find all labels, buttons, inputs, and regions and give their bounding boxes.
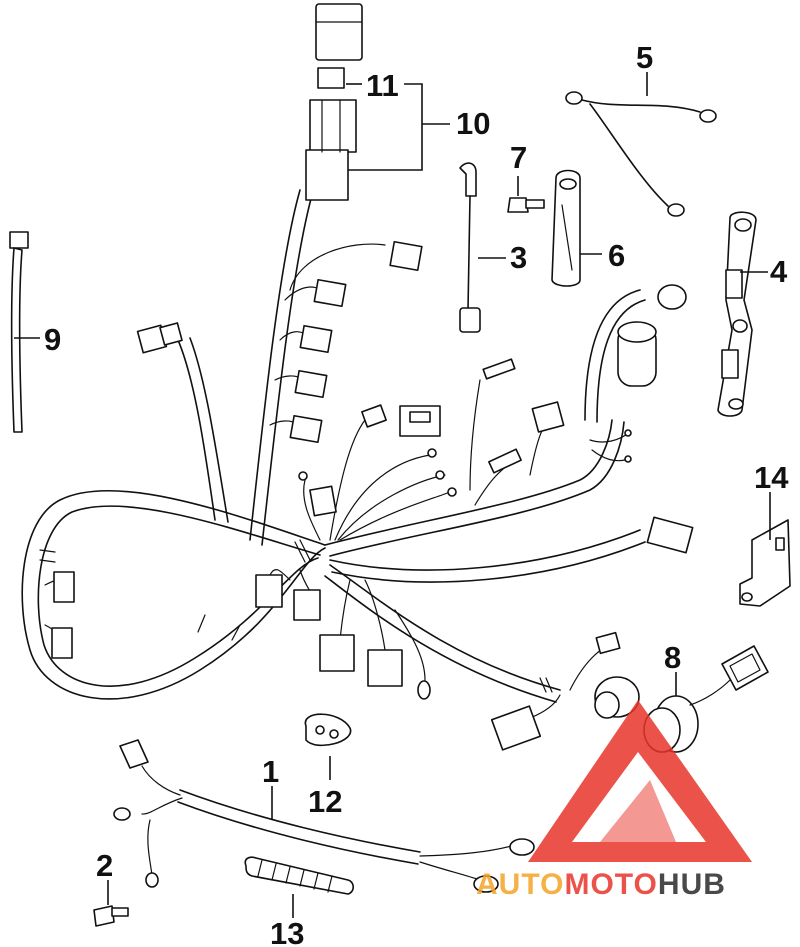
bracket-part-6: [551, 169, 581, 287]
automotohub-watermark: AUTOMOTOHUB: [476, 700, 752, 901]
callout-12: 12: [308, 784, 342, 819]
callout-2: 2: [96, 848, 113, 883]
callout-6: 6: [608, 238, 625, 273]
callout-1: 1: [262, 754, 279, 789]
switch-part-8: [643, 645, 769, 753]
relay-part-10: [305, 3, 363, 201]
watermark-auto: AUTO: [476, 868, 564, 901]
watermark-triangle-logo: [528, 700, 752, 862]
strap-part-4: [717, 211, 757, 417]
ground-cable-part-5: [565, 91, 717, 217]
bolt-part-7: [507, 197, 545, 213]
callout-8: 8: [664, 640, 681, 675]
harness-connectors: [51, 240, 694, 751]
callout-13: 13: [270, 916, 304, 947]
bracket-part-14: [739, 519, 791, 607]
callout-7: 7: [510, 140, 527, 175]
ground-wire-part-3: [459, 162, 481, 333]
watermark-hub: HUB: [658, 868, 726, 901]
callout-numbers: 11 10 5 7 3 6 4 9 14 8 1 12 2 13: [44, 40, 789, 947]
watermark-moto: MOTO: [564, 868, 657, 901]
bolt-part-2: [93, 905, 129, 927]
callout-14: 14: [754, 460, 789, 495]
callout-10: 10: [456, 106, 490, 141]
callout-5: 5: [636, 40, 653, 75]
main-wire-harness: [21, 189, 646, 719]
callout-9: 9: [44, 322, 61, 357]
harness-tape-marks: [39, 539, 553, 693]
grommet-part-12: [304, 713, 352, 747]
callout-11: 11: [366, 68, 399, 103]
sub-harness-part-1: [113, 739, 535, 893]
leader-lines: [14, 72, 771, 918]
svg-text:AUTOMOTOHUB: AUTOMOTOHUB: [476, 868, 726, 901]
callout-4: 4: [770, 254, 788, 289]
callout-3: 3: [510, 240, 527, 275]
cable-tie-part-9: [9, 231, 29, 433]
tube-part-13: [244, 856, 355, 895]
